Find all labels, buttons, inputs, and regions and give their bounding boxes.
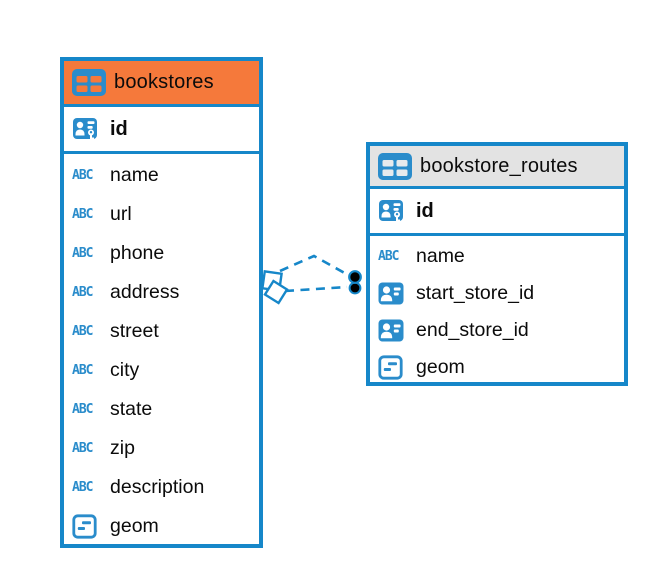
field-row[interactable]: end_store_id <box>370 312 624 349</box>
text-type-icon: ABC <box>378 249 400 264</box>
table-title: bookstores <box>114 71 214 93</box>
dot-end-markers <box>348 270 362 295</box>
field-label: name <box>110 164 159 186</box>
field-row[interactable]: geom <box>64 507 259 546</box>
text-type-icon: ABC <box>72 480 94 495</box>
field-label: url <box>110 203 132 225</box>
field-row[interactable]: ABC name <box>370 238 624 275</box>
relationship-line-upper <box>279 254 351 278</box>
table-bookstore-routes[interactable]: bookstore_routes id ABC name start_store… <box>366 142 628 386</box>
text-type-icon: ABC <box>72 324 94 339</box>
relationship-line-lower <box>284 285 348 293</box>
field-label: city <box>110 359 140 381</box>
field-row[interactable]: geom <box>370 349 624 386</box>
key-field-section: id <box>64 107 259 154</box>
field-label: zip <box>110 437 135 459</box>
field-row[interactable]: start_store_id <box>370 275 624 312</box>
field-label: start_store_id <box>416 282 535 304</box>
primary-key-icon <box>378 199 410 223</box>
table-icon <box>72 69 106 96</box>
table-header-bookstore-routes[interactable]: bookstore_routes <box>370 146 624 189</box>
field-label: id <box>416 199 434 222</box>
table-title: bookstore_routes <box>420 154 578 177</box>
geometry-icon <box>72 514 104 539</box>
field-label: geom <box>110 515 159 537</box>
text-type-icon: ABC <box>72 363 94 378</box>
text-type-icon: ABC <box>72 207 94 222</box>
field-row[interactable]: ABC state <box>64 390 259 429</box>
many-end-diamond-markers <box>261 270 289 305</box>
key-field-section: id <box>370 189 624 236</box>
field-row[interactable]: ABC description <box>64 468 259 507</box>
field-label: address <box>110 281 180 303</box>
relationship-bookstores-to-routes[interactable] <box>261 254 362 305</box>
field-label: name <box>416 245 465 267</box>
field-label: end_store_id <box>416 319 529 341</box>
text-type-icon: ABC <box>72 402 94 417</box>
text-type-icon: ABC <box>72 168 94 183</box>
field-row[interactable]: id <box>64 109 259 149</box>
field-row[interactable]: ABC address <box>64 273 259 312</box>
field-row[interactable]: ABC street <box>64 312 259 351</box>
field-label: id <box>110 117 128 140</box>
text-type-icon: ABC <box>72 441 94 456</box>
fields-section: ABC name start_store_id end_store_id geo… <box>370 236 624 388</box>
primary-key-icon <box>72 117 104 141</box>
field-label: phone <box>110 242 165 264</box>
field-label: state <box>110 398 153 420</box>
field-row[interactable]: ABC url <box>64 195 259 234</box>
field-label: street <box>110 320 159 342</box>
text-type-icon: ABC <box>72 246 94 261</box>
table-icon <box>378 152 412 180</box>
field-row[interactable]: ABC phone <box>64 234 259 273</box>
geometry-icon <box>378 355 410 380</box>
field-row[interactable]: id <box>370 191 624 231</box>
field-row[interactable]: ABC city <box>64 351 259 390</box>
foreign-key-icon <box>378 282 410 305</box>
fields-section: ABC name ABC url ABC phone ABC address A… <box>64 154 259 548</box>
table-header-bookstores[interactable]: bookstores <box>64 61 259 107</box>
text-type-icon: ABC <box>72 285 94 300</box>
table-bookstores[interactable]: bookstores id ABC name ABC url ABC phone… <box>60 57 263 548</box>
field-label: geom <box>416 356 465 378</box>
field-row[interactable]: ABC zip <box>64 429 259 468</box>
field-label: description <box>110 476 205 498</box>
field-row[interactable]: ABC name <box>64 156 259 195</box>
foreign-key-icon <box>378 319 410 342</box>
